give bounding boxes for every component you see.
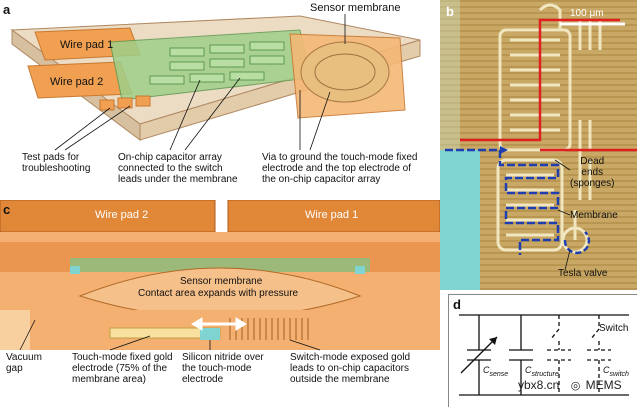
wechat-icon: ◎	[570, 380, 581, 392]
cyan-top-region	[440, 0, 460, 150]
membrane-inner	[314, 53, 376, 91]
c-sense-label: Csense	[483, 365, 509, 378]
serpentine-channel	[498, 28, 572, 152]
blue-arrow-icon	[500, 146, 508, 154]
test-pad	[117, 97, 133, 109]
variable-arrow-head	[489, 337, 497, 345]
silicon-nitride-label: Silicon nitride over the touch-mode elec…	[182, 352, 264, 385]
blue-flow-path	[445, 148, 560, 255]
dead-end-sponges	[573, 150, 592, 240]
panel-c: c Wire pad 2 Wire pad 1 Sensor membrane …	[0, 200, 440, 406]
wire-pad-1-shape	[227, 200, 440, 233]
switch-contact	[550, 328, 560, 340]
sensor-membrane-label: Sensor membrane	[310, 2, 401, 14]
contact-area-label: Contact area expands with pressure	[138, 288, 299, 299]
capacitor-finger	[169, 47, 205, 57]
tesla-valve-label: Tesla valve	[558, 268, 608, 279]
capacitor-finger	[249, 41, 285, 51]
capacitor-finger	[229, 71, 265, 81]
silicon-nitride-layer	[200, 328, 220, 340]
blue-tesla-path	[563, 231, 591, 255]
wire-pad-1-label: Wire pad 1	[60, 39, 114, 51]
wire-pad-2-shape	[0, 200, 216, 233]
capacitor-finger	[189, 73, 225, 83]
panel-a: a Sensor membrane Wire pad 1 Wire pad 2 …	[0, 0, 440, 198]
green-layer	[70, 258, 370, 272]
panel-c-illustration	[0, 200, 440, 406]
vacuum-gap-label: Vacuum gap	[6, 352, 42, 374]
sensor-membrane-label: Sensor membrane	[180, 276, 263, 287]
switch-mode-label: Switch-mode exposed gold leads to on-chi…	[290, 352, 411, 385]
capacitor-finger	[149, 75, 185, 85]
test-pad	[135, 95, 151, 107]
watermark: ybx8.cn ◎ MEMS	[518, 378, 622, 392]
watermark-site: ybx8.cn	[518, 378, 560, 392]
panel-d-letter: d	[453, 297, 461, 312]
panel-b-illustration	[440, 0, 637, 290]
membrane-label: Membrane	[570, 210, 618, 221]
lower-serpentine	[506, 173, 554, 237]
touch-mode-label: Touch-mode fixed gold electrode (75% of …	[72, 352, 173, 385]
capacitor-finger	[209, 44, 245, 54]
membrane-ellipse	[300, 41, 390, 103]
dead-end-loops	[538, 3, 602, 150]
dead-ends-label: Dead ends (sponges)	[570, 156, 615, 189]
cyan-side-region	[440, 150, 480, 290]
cyan-strip-left	[70, 266, 80, 274]
capacitor-finger	[249, 55, 285, 65]
serpentine-path	[510, 38, 560, 132]
vacuum-gap-region	[0, 310, 30, 350]
panel-b: b 100 μm Dead ends (sponges) Membrane Te…	[440, 0, 637, 290]
expansion-arrow-icon	[191, 317, 247, 331]
via-label: Via to ground the touch-mode fixed elect…	[262, 152, 418, 185]
lower-channel	[496, 158, 564, 252]
scale-bar-label: 100 μm	[570, 8, 604, 19]
cyan-strip-right	[355, 266, 365, 274]
capacitor-array-label: On-chip capacitor array connected to the…	[118, 152, 238, 185]
panel-a-illustration	[10, 14, 421, 151]
c-structure-label: Cstructure	[525, 365, 559, 378]
variable-arrow	[460, 336, 498, 374]
panel-d: d Switch Csense Cstructure Cswitch	[448, 294, 637, 407]
panel-a-letter: a	[3, 2, 11, 17]
test-pads-label: Test pads for troubleshooting	[22, 152, 91, 174]
capacitor-finger	[169, 61, 205, 71]
wire-pad-2-label: Wire pad 2	[50, 76, 104, 88]
capacitor-finger	[209, 58, 245, 68]
panel-b-letter: b	[446, 4, 454, 19]
panel-c-letter: c	[3, 202, 11, 217]
watermark-brand: MEMS	[585, 378, 622, 392]
circuit-diagram	[459, 314, 629, 396]
red-flow-path	[460, 18, 637, 152]
wire-pad-1-label: Wire pad 1	[305, 209, 359, 221]
wire-pad-2-label: Wire pad 2	[95, 209, 149, 221]
c-switch-label: Cswitch	[603, 365, 629, 378]
test-pad	[99, 99, 115, 111]
switch-label: Switch	[599, 323, 629, 334]
switch-contact	[590, 328, 600, 340]
